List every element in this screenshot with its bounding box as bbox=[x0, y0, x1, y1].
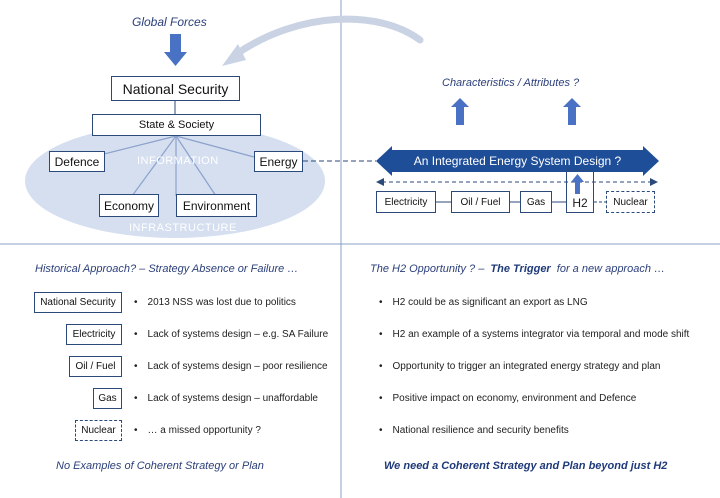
item-h2-frame bbox=[566, 170, 594, 213]
h2-bullet-1: H2 could be as significant an export as … bbox=[379, 297, 588, 308]
row-text-electricity: Lack of systems design – e.g. SA Failure bbox=[134, 329, 329, 340]
h2-up-arrow bbox=[571, 174, 584, 194]
row-text-nuclear: … a missed opportunity ? bbox=[134, 425, 261, 436]
economy-box: Economy bbox=[99, 194, 159, 217]
domain-ellipse bbox=[25, 124, 325, 238]
item-h2: H2 bbox=[572, 196, 588, 210]
integrated-banner-arrow bbox=[376, 146, 659, 176]
h2-footer: We need a Coherent Strategy and Plan bey… bbox=[384, 460, 668, 472]
connector-lines bbox=[91, 135, 255, 197]
h2-bullet-3: Opportunity to trigger an integrated ene… bbox=[379, 361, 661, 372]
row-label-nuclear: Nuclear bbox=[75, 420, 122, 441]
energy-box: Energy bbox=[254, 151, 303, 172]
integrated-banner-label: An Integrated Energy System Design ? bbox=[413, 154, 622, 168]
infrastructure-label: INFRASTRUCTURE bbox=[129, 222, 237, 234]
h2-heading: The H2 Opportunity ? – The Trigger for a… bbox=[370, 263, 665, 275]
row-text-national-security: 2013 NSS was lost due to politics bbox=[134, 297, 296, 308]
global-forces-label: Global Forces bbox=[132, 15, 207, 29]
item-oil-fuel: Oil / Fuel bbox=[451, 191, 510, 213]
h2-bullet-4: Positive impact on economy, environment … bbox=[379, 393, 637, 404]
row-label-national-security: National Security bbox=[34, 292, 122, 313]
curved-arrow-head bbox=[222, 44, 246, 66]
row-label-gas: Gas bbox=[93, 388, 122, 409]
row-text-oil-fuel: Lack of systems design – poor resilience bbox=[134, 361, 328, 372]
historical-heading: Historical Approach? – Strategy Absence … bbox=[35, 263, 299, 275]
information-label: INFORMATION bbox=[137, 155, 219, 167]
h2-heading-prefix: The H2 Opportunity ? – bbox=[370, 263, 485, 275]
defence-box: Defence bbox=[49, 151, 105, 172]
up-arrow-left bbox=[451, 98, 469, 125]
h2-heading-trigger: The Trigger bbox=[490, 263, 551, 275]
item-gas: Gas bbox=[520, 191, 552, 213]
characteristics-label: Characteristics / Attributes ? bbox=[442, 77, 580, 89]
item-electricity: Electricity bbox=[376, 191, 436, 213]
dashed-arrowhead-right bbox=[650, 178, 658, 186]
up-arrow-right bbox=[563, 98, 581, 125]
environment-box: Environment bbox=[176, 194, 257, 217]
h2-bullet-2: H2 an example of a systems integrator vi… bbox=[379, 329, 690, 340]
item-nuclear: Nuclear bbox=[606, 191, 655, 213]
h2-bullet-5: National resilience and security benefit… bbox=[379, 425, 569, 436]
row-label-electricity: Electricity bbox=[66, 324, 122, 345]
dashed-arrowhead-left bbox=[376, 178, 384, 186]
h2-heading-suffix: for a new approach … bbox=[556, 263, 666, 275]
historical-footer: No Examples of Coherent Strategy or Plan bbox=[56, 460, 264, 472]
state-society-box: State & Society bbox=[92, 114, 261, 136]
global-forces-arrow bbox=[164, 34, 187, 66]
row-label-oil-fuel: Oil / Fuel bbox=[69, 356, 122, 377]
row-text-gas: Lack of systems design – unaffordable bbox=[134, 393, 318, 404]
curved-feedback-arrow bbox=[231, 15, 424, 59]
national-security-box: National Security bbox=[111, 76, 240, 101]
